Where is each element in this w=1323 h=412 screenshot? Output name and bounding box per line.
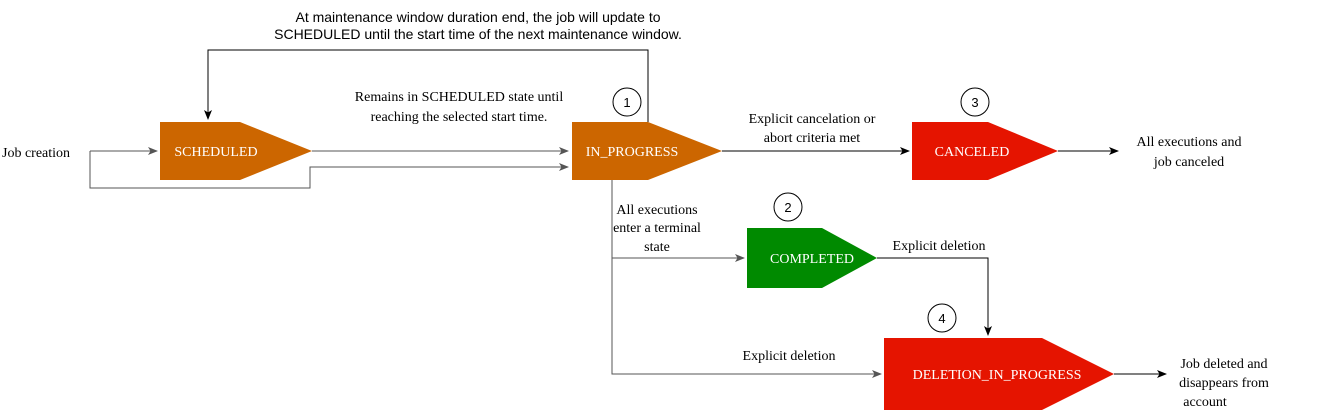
edge-completed-to-deletion (877, 257, 992, 336)
marker-4-label: 4 (938, 311, 945, 326)
explicit-deletion-in-progress-label: Explicit deletion (743, 349, 836, 364)
deleted-result-line-2: disappears from (1179, 376, 1269, 391)
marker-3-label: 3 (971, 95, 978, 110)
marker-2-label: 2 (784, 200, 791, 215)
node-deletion-in-progress[interactable]: DELETION_IN_PROGRESS (884, 338, 1114, 410)
deleted-result-line-3: account (1183, 395, 1227, 410)
node-canceled[interactable]: CANCELED (912, 122, 1058, 180)
node-completed[interactable]: COMPLETED (747, 228, 877, 288)
marker-4: 4 (927, 303, 957, 333)
node-deletion-in-progress-label: DELETION_IN_PROGRESS (913, 368, 1082, 383)
node-canceled-shape (912, 122, 1058, 180)
deleted-result-line-1: Job deleted and (1180, 357, 1267, 372)
canceled-result-line-1: All executions and (1137, 135, 1242, 150)
explicit-deletion-completed-label: Explicit deletion (893, 239, 986, 254)
terminal-state-line-2: enter a terminal (613, 221, 701, 236)
edge-loop-to-in-progress (89, 151, 569, 189)
terminal-state-line-1: All executions (616, 203, 697, 218)
marker-3: 3 (960, 87, 990, 117)
terminal-state-line-3: state (644, 240, 670, 255)
node-scheduled-shape (160, 122, 312, 180)
node-scheduled[interactable]: SCHEDULED (160, 122, 312, 180)
edge-in-progress-to-completed (611, 180, 745, 262)
canceled-result-line-2: job canceled (1153, 155, 1224, 170)
node-canceled-label: CANCELED (935, 145, 1010, 160)
edge-in-progress-back-to-scheduled (204, 49, 649, 122)
cancel-condition-line-2: abort criteria met (764, 131, 861, 146)
maintenance-note-line-2: SCHEDULED until the start time of the ne… (274, 26, 682, 42)
node-scheduled-label: SCHEDULED (174, 145, 257, 160)
maintenance-note-line-1: At maintenance window duration end, the … (295, 9, 660, 25)
remains-scheduled-line-2: reaching the selected start time. (371, 110, 548, 125)
node-deletion-in-progress-shape (884, 338, 1114, 410)
node-in-progress-label: IN_PROGRESS (586, 145, 679, 160)
marker-1-label: 1 (623, 95, 630, 110)
remains-scheduled-line-1: Remains in SCHEDULED state until (355, 90, 564, 105)
job-creation-label: Job creation (2, 146, 70, 161)
node-in-progress-shape (572, 122, 722, 180)
cancel-condition-line-1: Explicit cancelation or (749, 112, 876, 127)
marker-1: 1 (612, 87, 642, 117)
node-completed-shape (747, 228, 877, 288)
node-in-progress[interactable]: IN_PROGRESS (572, 122, 722, 180)
marker-2: 2 (773, 192, 803, 222)
edge-in-progress-to-deletion (611, 258, 882, 378)
node-completed-label: COMPLETED (770, 252, 854, 267)
